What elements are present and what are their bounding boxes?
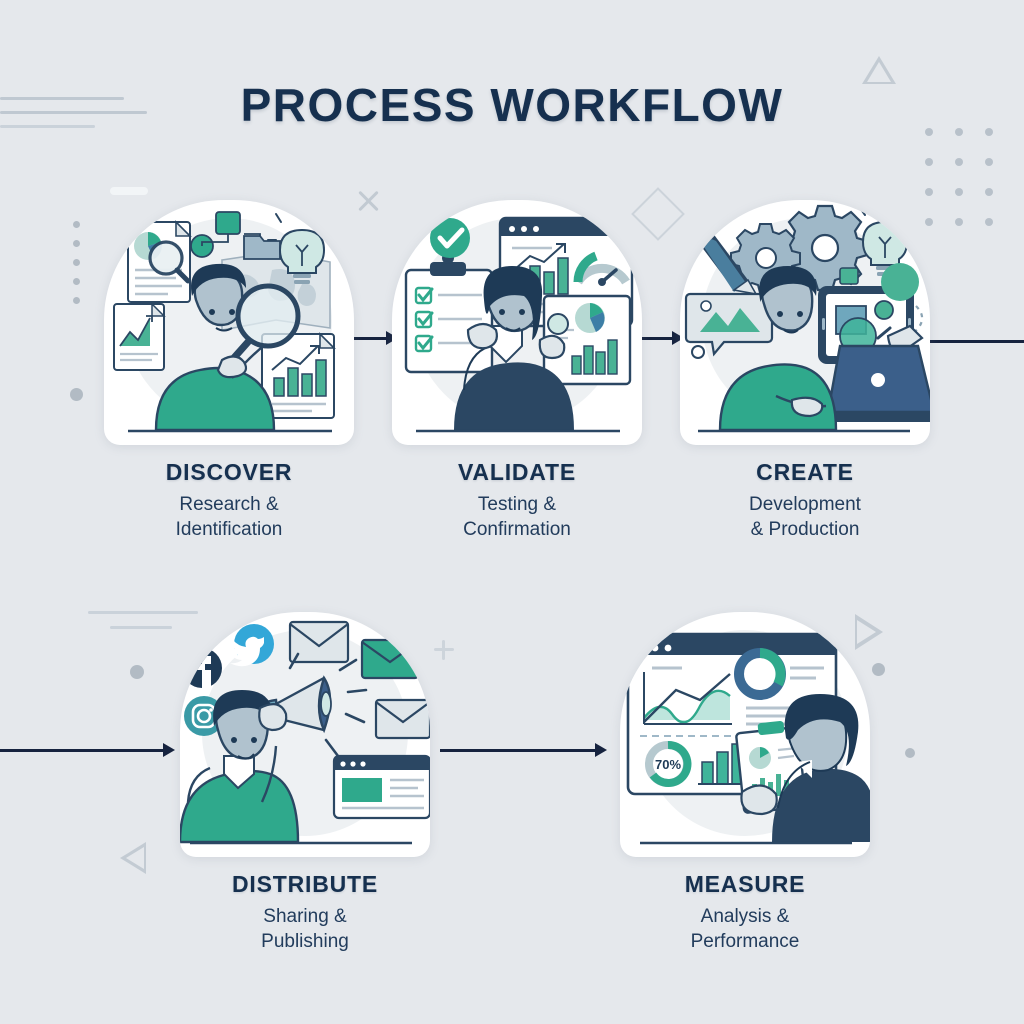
dot-grid-decoration (925, 128, 1015, 248)
decorative-dot (70, 388, 83, 401)
page-title: PROCESS WORKFLOW (240, 79, 784, 131)
woman-with-checklist-illustration (404, 216, 634, 433)
progress-ring-value: 70% (655, 757, 681, 772)
step-title-distribute: DISTRIBUTE (232, 871, 378, 897)
step-card-discover[interactable]: DISCOVER Research & Identification (104, 200, 354, 542)
illustration-measure: 70% (620, 612, 870, 857)
decorative-dot (73, 297, 80, 304)
plus-mark-icon (434, 640, 454, 660)
arrow-create-to-row2 (926, 330, 1024, 352)
sparkle-icon (356, 188, 382, 214)
person-at-laptop-illustration (684, 200, 930, 433)
decorative-dot (73, 240, 80, 247)
illustration-discover (104, 200, 354, 445)
person-reviewing-dashboard-illustration: 70% (626, 632, 870, 845)
illustration-distribute (180, 612, 430, 857)
decorative-dot (73, 278, 80, 285)
person-with-magnifying-glass-illustration (113, 205, 337, 433)
decorative-dot (73, 221, 80, 228)
step-subtitle-create: Development & Production (749, 494, 861, 540)
triangle-left-icon (120, 842, 146, 874)
step-subtitle-measure: Analysis & Performance (690, 906, 800, 952)
decorative-pill (110, 187, 148, 195)
step-card-create[interactable]: CREATE Development & Production (680, 200, 930, 542)
step-subtitle-validate: Testing & Confirmation (463, 494, 571, 540)
step-title-measure: MEASURE (684, 871, 806, 897)
step-card-distribute[interactable]: DISTRIBUTE Sharing & Publishing (180, 612, 430, 954)
step-card-validate[interactable]: VALIDATE Testing & Confirmation (392, 200, 642, 542)
person-with-megaphone-illustration (180, 620, 430, 845)
step-title-discover: DISCOVER (165, 459, 293, 485)
step-title-validate: VALIDATE (458, 459, 576, 485)
decorative-line (110, 626, 172, 629)
step-subtitle-distribute: Sharing & Publishing (261, 906, 349, 952)
illustration-create (680, 200, 930, 445)
decorative-dot (905, 748, 915, 758)
step-title-create: CREATE (756, 459, 854, 485)
arrow-distribute-to-measure (440, 739, 608, 761)
illustration-validate (392, 200, 642, 445)
decorative-dot (872, 663, 885, 676)
step-card-measure[interactable]: 70% (620, 612, 870, 954)
arrow-discover-to-validate (348, 327, 398, 349)
arrow-into-distribute (0, 739, 176, 761)
decorative-dot (73, 259, 80, 266)
step-subtitle-discover: Research & Identification (175, 494, 283, 540)
decorative-dot (130, 665, 144, 679)
